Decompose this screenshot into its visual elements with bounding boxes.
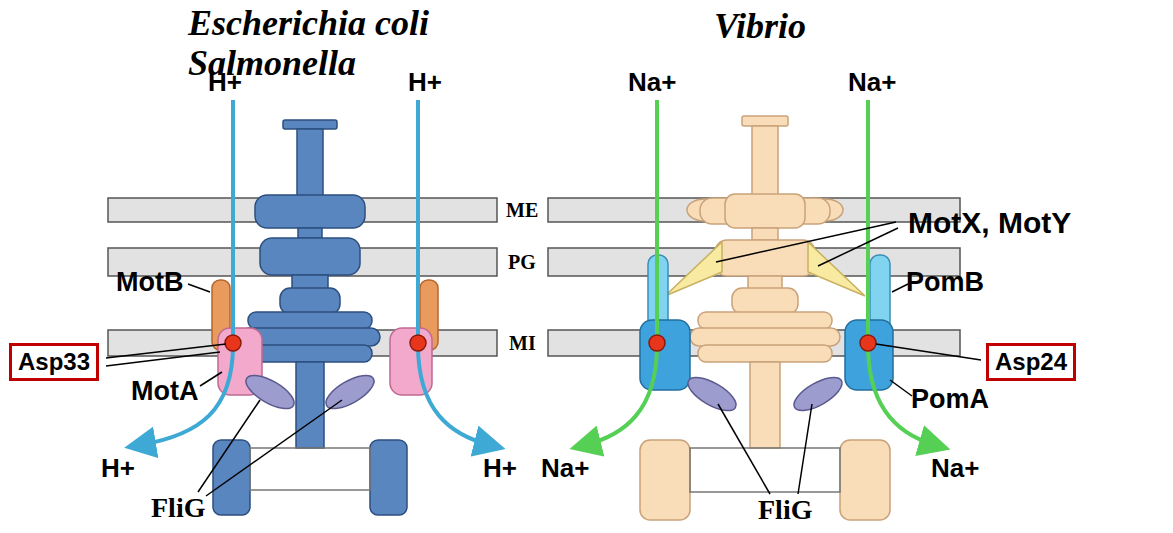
residue-label: Asp24 <box>995 349 1067 375</box>
leader-line <box>198 400 260 492</box>
ion-label: Na+ <box>931 454 979 483</box>
flig-protein <box>241 369 299 415</box>
sodium-motor-body <box>725 194 805 228</box>
residue-label: Asp33 <box>18 349 90 375</box>
proton-motor-body <box>283 120 337 129</box>
sodium-motor-body <box>698 345 832 362</box>
proton-motor-body <box>248 345 372 362</box>
protein-label: MotX, MotY <box>908 206 1071 239</box>
leader-line <box>890 380 912 396</box>
leader-line <box>200 372 222 386</box>
proton-motor-body <box>213 120 407 515</box>
panel-heading: Vibrio <box>714 7 806 47</box>
proton-motor-body <box>255 195 365 228</box>
sodium-motor-body <box>752 228 778 240</box>
poma-stator <box>640 320 690 390</box>
proton-motor-body <box>248 312 372 329</box>
flig-protein <box>683 371 741 417</box>
sodium-motor-body <box>698 312 832 329</box>
leader-line <box>188 284 210 292</box>
sodium-motor-body <box>690 328 840 346</box>
panel-heading: Escherichia coli <box>188 4 429 44</box>
sodium-motor-body <box>750 362 780 448</box>
motx-moty <box>665 242 865 296</box>
sodium-flow-arrow <box>585 100 657 445</box>
leader-line <box>206 400 342 496</box>
membrane-label: PG <box>508 251 536 273</box>
ion-label: H+ <box>408 68 442 97</box>
residue-box: Asp24 <box>986 343 1076 381</box>
protein-label: FliG <box>151 493 205 524</box>
ion-label: H+ <box>208 68 242 97</box>
flig-protein <box>789 371 847 417</box>
proton-motor-body <box>298 228 322 238</box>
leader-line <box>798 404 812 494</box>
leader-line <box>892 284 908 292</box>
flig-protein <box>241 369 847 417</box>
proton-motor-body <box>260 238 360 275</box>
protein-label: MotA <box>131 377 198 407</box>
asp-residue-dot <box>649 335 665 351</box>
proton-motor-body <box>297 129 323 199</box>
proton-motor-body <box>280 288 340 314</box>
proton-flow-arrow <box>418 100 490 445</box>
asp-residue-dot <box>410 335 426 351</box>
poma-stator <box>640 320 893 390</box>
leader-line <box>106 352 220 366</box>
leader-line <box>106 344 226 358</box>
sodium-motor-body <box>715 240 815 276</box>
ion-label: Na+ <box>848 68 896 97</box>
ion-label: H+ <box>483 454 517 483</box>
proton-motor-body <box>370 440 407 515</box>
protein-label: PomA <box>911 385 989 415</box>
protein-label: MotB <box>116 268 183 298</box>
sodium-motor-body <box>840 440 890 520</box>
sodium-motor-body <box>752 126 778 198</box>
leader-line <box>876 344 981 360</box>
sodium-motor-body <box>742 116 788 126</box>
leader-line <box>818 228 898 266</box>
sodium-motor-body <box>640 440 690 520</box>
protein-label: PomB <box>906 268 984 298</box>
mota-stator <box>390 328 432 395</box>
ion-label: Na+ <box>628 68 676 97</box>
leader-line <box>718 404 770 494</box>
sodium-flow-arrow <box>585 100 935 445</box>
sodium-motor-body <box>732 288 798 314</box>
ion-label: Na+ <box>541 454 589 483</box>
motx-moty <box>808 242 865 296</box>
c-ring-outline <box>250 448 370 490</box>
membrane-label: MI <box>509 332 536 354</box>
motx-moty <box>665 242 722 296</box>
membrane-label: ME <box>506 199 538 221</box>
ion-label: H+ <box>101 454 135 483</box>
residue-box: Asp33 <box>9 343 99 381</box>
asp-residue-dot <box>225 335 876 351</box>
protein-label: FliG <box>758 495 812 526</box>
proton-motor-body <box>296 362 324 448</box>
asp-residue-dot <box>860 335 876 351</box>
asp-residue-dot <box>225 335 241 351</box>
sodium-motor-body <box>640 116 890 520</box>
leader-line <box>106 222 981 496</box>
